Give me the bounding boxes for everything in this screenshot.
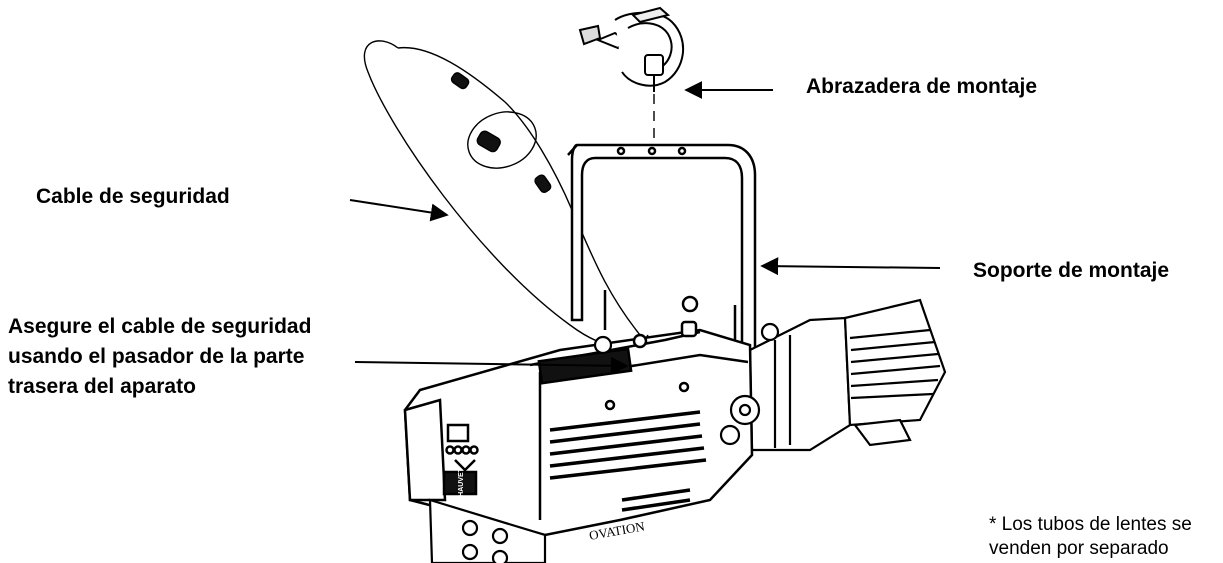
label-mounting-clamp: Abrazadera de montaje	[806, 75, 1038, 98]
arrow-safety-cable	[349, 199, 449, 222]
mounting-clamp	[578, 6, 685, 92]
arrow-mounting-bracket	[760, 257, 941, 276]
yoke-knobs	[593, 335, 761, 446]
connector-box	[428, 498, 547, 563]
brand-logo: CHAUVET	[458, 467, 465, 502]
arrow-secure-cable	[354, 356, 629, 375]
label-secure-cable: Asegure el cable de seguridad usando el …	[8, 315, 312, 398]
cooling-vents	[549, 410, 707, 512]
label-safety-cable: Cable de seguridad	[36, 185, 230, 208]
label-mounting-bracket: Soporte de montaje	[973, 259, 1170, 282]
rear-control-panel	[403, 398, 479, 502]
label-lens-note: * Los tubos de lentes se venden por sepa…	[989, 514, 1192, 559]
lens-barrel	[748, 298, 947, 452]
